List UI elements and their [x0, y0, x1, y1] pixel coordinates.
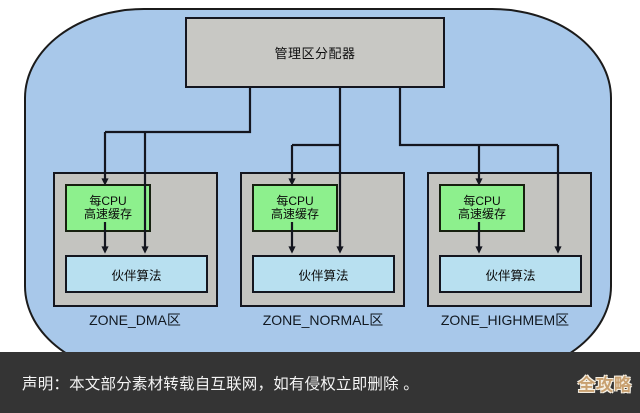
- per-cpu-cache-box-normal: 每CPU 高速缓存: [252, 184, 338, 232]
- buddy-allocator-label: 伙伴算法: [485, 268, 536, 283]
- zone-group-dma: 每CPU 高速缓存 伙伴算法: [53, 172, 218, 307]
- site-watermark: 全攻略: [578, 375, 632, 394]
- buddy-allocator-box-dma: 伙伴算法: [65, 255, 208, 293]
- buddy-allocator-label: 伙伴算法: [298, 268, 349, 283]
- per-cpu-cache-label-line1: 每CPU: [463, 193, 501, 208]
- buddy-allocator-box-normal: 伙伴算法: [252, 255, 395, 293]
- zone-allocator-box: 管理区分配器: [185, 17, 445, 88]
- zone-group-highmem: 每CPU 高速缓存 伙伴算法: [427, 172, 592, 307]
- per-cpu-cache-box-highmem: 每CPU 高速缓存: [439, 184, 525, 232]
- per-cpu-cache-label-line2: 高速缓存: [83, 207, 132, 221]
- disclaimer-text: 声明：本文部分素材转载自互联网，如有侵权立即删除 。: [22, 375, 420, 393]
- per-cpu-cache-box-dma: 每CPU 高速缓存: [65, 184, 151, 232]
- per-cpu-cache-label-line2: 高速缓存: [270, 207, 319, 221]
- per-cpu-cache-label-line1: 每CPU: [276, 193, 314, 208]
- disclaimer-banner: 声明：本文部分素材转载自互联网，如有侵权立即删除 。 全攻略: [0, 352, 640, 413]
- zone-caption-highmem: ZONE_HIGHMEM区: [440, 312, 570, 328]
- zone-allocator-label: 管理区分配器: [274, 46, 356, 61]
- zone-caption-dma: ZONE_DMA区: [89, 312, 181, 328]
- per-cpu-cache-label-line2: 高速缓存: [457, 207, 506, 221]
- buddy-allocator-box-highmem: 伙伴算法: [439, 255, 582, 293]
- per-cpu-cache-label-line1: 每CPU: [89, 193, 127, 208]
- zone-caption-normal: ZONE_NORMAL区: [262, 312, 384, 328]
- zone-group-normal: 每CPU 高速缓存 伙伴算法: [240, 172, 405, 307]
- buddy-allocator-label: 伙伴算法: [111, 268, 162, 283]
